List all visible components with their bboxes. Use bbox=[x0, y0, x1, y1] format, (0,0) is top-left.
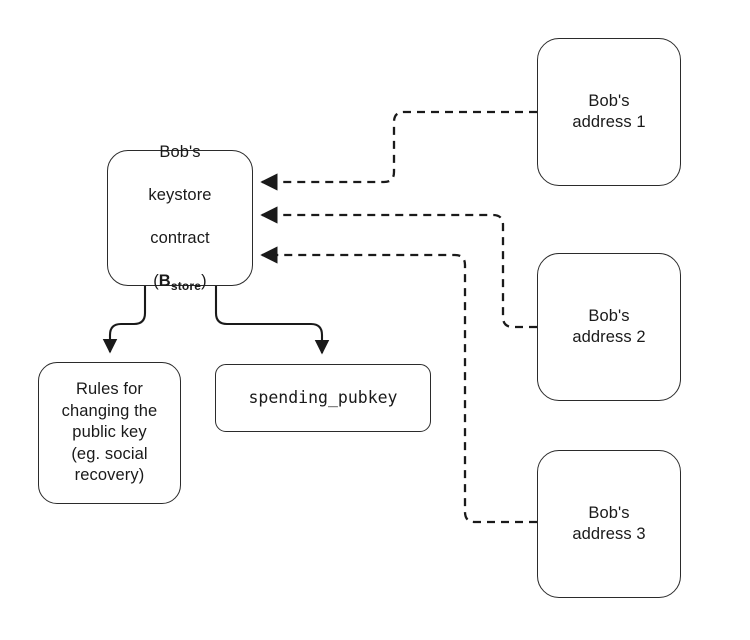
keystore-paren-open: ( bbox=[153, 271, 159, 290]
node-bobs-address-3[interactable]: Bob's address 3 bbox=[537, 450, 681, 598]
node-rules-label: Rules for changing the public key (eg. s… bbox=[61, 380, 158, 485]
edge-keystore-to-spending-pubkey bbox=[214, 286, 330, 355]
node-bobs-address-2[interactable]: Bob's address 2 bbox=[537, 253, 681, 401]
keystore-line-2: keystore bbox=[148, 185, 212, 204]
keystore-line-3: contract bbox=[150, 228, 210, 247]
keystore-line-1: Bob's bbox=[159, 142, 201, 161]
keystore-symbol-line: (Bstore) bbox=[148, 271, 211, 294]
node-bobs-address-1-label: Bob's address 1 bbox=[572, 91, 646, 131]
edge-address-3-to-keystore bbox=[260, 246, 537, 524]
node-keystore-contract[interactable]: Bob's keystore contract (Bstore) bbox=[107, 143, 253, 292]
keystore-symbol-base: B bbox=[158, 271, 171, 290]
edge-address-1-to-keystore bbox=[260, 110, 537, 191]
edge-keystore-to-rules bbox=[102, 286, 147, 354]
keystore-symbol-subscript: store bbox=[170, 278, 202, 293]
node-spending-pubkey-label: spending_pubkey bbox=[248, 388, 398, 408]
node-bobs-address-1[interactable]: Bob's address 1 bbox=[537, 38, 681, 186]
node-keystore-contract-label: Bob's keystore contract (Bstore) bbox=[148, 121, 211, 316]
node-bobs-address-3-label: Bob's address 3 bbox=[572, 503, 646, 543]
keystore-paren-close: ) bbox=[201, 271, 207, 290]
node-bobs-address-2-label: Bob's address 2 bbox=[572, 306, 646, 346]
node-spending-pubkey[interactable]: spending_pubkey bbox=[215, 364, 431, 432]
node-rules-for-changing-public-key[interactable]: Rules for changing the public key (eg. s… bbox=[38, 362, 181, 504]
edge-address-2-to-keystore bbox=[260, 206, 537, 329]
